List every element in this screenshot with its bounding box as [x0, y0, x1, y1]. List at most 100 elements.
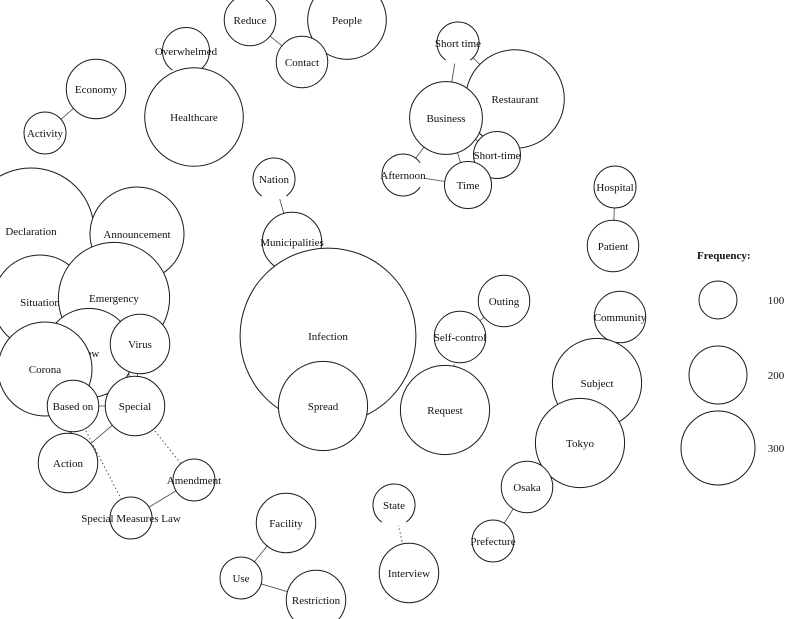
node-people-circle: [307, 0, 387, 60]
node-tokyo: Tokyo: [534, 397, 626, 489]
node-short_time2-label: Short-time: [473, 150, 520, 162]
node-overwhelmed: Overwhelmed: [155, 27, 218, 75]
node-restriction-circle: [285, 569, 347, 619]
node-activity: Activity: [23, 111, 67, 155]
node-use: Use: [219, 556, 263, 600]
node-contact: Contact: [275, 35, 329, 89]
node-outing: Outing: [477, 274, 531, 328]
node-afternoon: Afternoon: [380, 153, 426, 197]
node-use-circle: [219, 556, 263, 600]
node-facility-circle: [255, 492, 317, 554]
node-self_control-label: Self-control: [434, 332, 487, 344]
node-osaka: Osaka: [500, 460, 554, 514]
node-announcement-label: Announcement: [103, 229, 170, 241]
legend-entries: 100 200 300: [680, 280, 785, 486]
node-restriction: Restriction: [285, 569, 347, 619]
node-people-label: People: [332, 15, 362, 27]
legend-label-100: 100: [768, 295, 785, 307]
node-overwhelmed-fill: [162, 27, 210, 75]
legend-title: Frequency:: [697, 250, 751, 262]
node-osaka-circle: [500, 460, 554, 514]
node-state-label: State: [383, 500, 405, 512]
node-special-label: Special: [119, 401, 151, 413]
node-amendment-label: Amendment: [167, 475, 221, 487]
node-special_measures_law-circle: [109, 496, 153, 540]
node-emergency-label: Emergency: [89, 293, 139, 305]
node-special_measures_law: Special Measures Law: [81, 496, 181, 540]
node-patient-label: Patient: [598, 241, 629, 253]
node-use-label: Use: [232, 573, 249, 585]
node-afternoon-fill: [381, 153, 425, 197]
node-short_time2-circle: [473, 131, 521, 179]
legend-label-300: 300: [768, 443, 785, 455]
node-time: Time: [444, 161, 492, 209]
node-restaurant-label: Restaurant: [491, 94, 538, 106]
node-activity-circle: [23, 111, 67, 155]
node-virus-label: Virus: [128, 339, 152, 351]
node-infection: Infection: [239, 247, 417, 425]
node-short_time-circle: [436, 21, 480, 61]
node-declaration-label: Declaration: [5, 226, 57, 238]
node-subject-label: Subject: [581, 378, 614, 390]
node-business: Business: [409, 81, 483, 155]
node-action: Action: [37, 432, 99, 494]
legend-circle-200: [688, 345, 748, 405]
node-hospital-circle: [593, 165, 637, 209]
node-community-circle: [593, 290, 647, 344]
node-reduce-label: Reduce: [234, 15, 267, 27]
node-outing-label: Outing: [489, 296, 520, 308]
node-prefecture: Prefecture: [470, 519, 516, 563]
node-special-circle: [104, 375, 166, 437]
node-municipalities-label: Municipalities: [260, 237, 324, 249]
node-tokyo-circle: [534, 397, 626, 489]
node-corona-label: Corona: [29, 364, 62, 376]
node-nation-circle: [252, 157, 296, 197]
node-contact-label: Contact: [285, 57, 319, 69]
node-afternoon-circle: [381, 153, 421, 197]
node-self_control: Self-control: [434, 310, 487, 364]
node-outing-circle: [477, 274, 531, 328]
node-infection-label: Infection: [308, 331, 348, 343]
node-business-circle: [409, 81, 483, 155]
node-healthcare-label: Healthcare: [170, 112, 218, 124]
node-prefecture-label: Prefecture: [470, 536, 515, 548]
legend-label-200: 200: [768, 370, 785, 382]
node-nation: Nation: [252, 157, 296, 201]
node-restaurant: Restaurant: [465, 49, 565, 149]
node-time-label: Time: [457, 180, 480, 192]
node-short_time-label: Short time: [435, 38, 481, 50]
node-hospital-label: Hospital: [596, 182, 633, 194]
node-overwhelmed-label: Overwhelmed: [155, 46, 218, 58]
node-amendment-circle: [172, 458, 216, 502]
node-virus: Virus: [109, 313, 171, 375]
node-based_on-circle: [46, 379, 100, 433]
node-economy-circle: [65, 58, 127, 120]
node-short_time2: Short-time: [473, 131, 521, 179]
node-community: Community: [593, 290, 647, 344]
node-spread-circle: [277, 360, 369, 452]
node-special_measures_law-label: Special Measures Law: [81, 513, 181, 525]
node-based_on-label: Based on: [53, 401, 94, 413]
node-osaka-label: Osaka: [513, 482, 541, 494]
node-interview: Interview: [378, 542, 440, 604]
node-state-circle: [372, 483, 416, 523]
node-facility: Facility: [255, 492, 317, 554]
node-patient-circle: [586, 219, 640, 273]
node-overwhelmed-circle: [162, 27, 210, 71]
node-short_time-fill: [436, 21, 480, 65]
node-virus-circle: [109, 313, 171, 375]
node-state: State: [372, 483, 416, 527]
node-reduce: Reduce: [223, 0, 277, 47]
node-amendment: Amendment: [167, 458, 221, 502]
node-people: People: [307, 0, 387, 60]
node-facility-label: Facility: [269, 518, 303, 530]
node-spread: Spread: [277, 360, 369, 452]
node-community-label: Community: [594, 312, 647, 324]
node-request-circle: [399, 364, 491, 456]
node-nation-fill: [252, 157, 296, 201]
node-based_on: Based on: [46, 379, 100, 433]
node-state-fill: [372, 483, 416, 527]
frequency-legend: Frequency: 100 200 300: [680, 250, 785, 486]
node-special: Special: [104, 375, 166, 437]
